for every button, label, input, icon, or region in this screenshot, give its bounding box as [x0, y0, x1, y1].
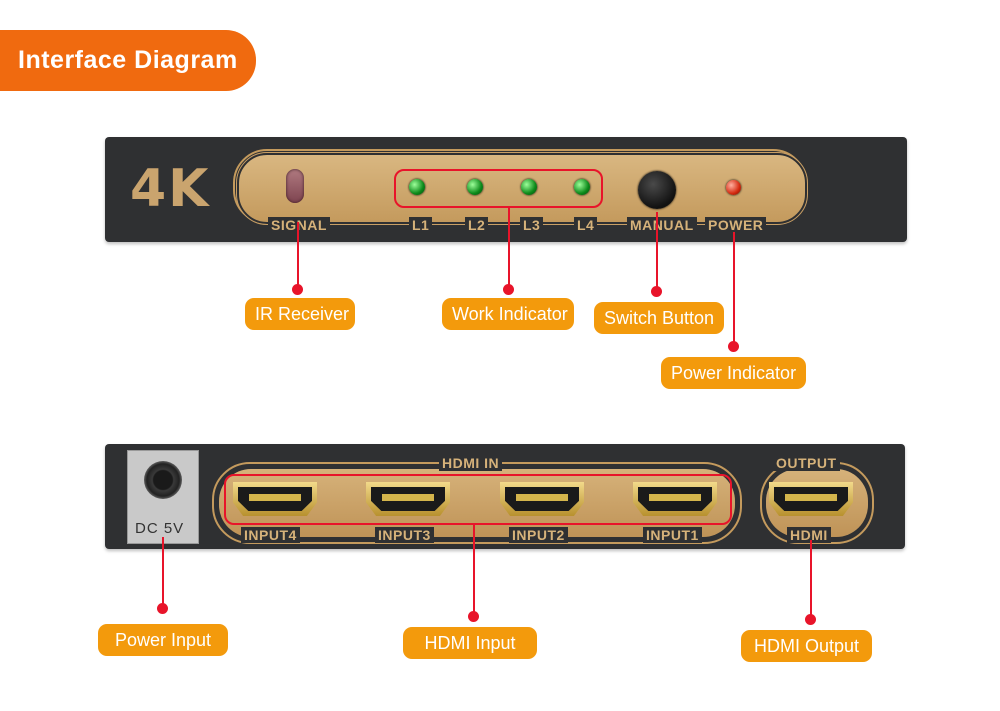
hdmi-port-input2[interactable] [500, 482, 584, 516]
hdmi-port-input1[interactable] [633, 482, 717, 516]
led-l4-icon [574, 179, 590, 195]
hdmi-input-leader-dot [468, 611, 479, 622]
callout-power-input: Power Input [98, 624, 228, 656]
hdmi-output-label: HDMI [787, 527, 831, 543]
ir-leader-dot [292, 284, 303, 295]
work-indicator-leader-dot [503, 284, 514, 295]
input2-label: INPUT2 [509, 527, 568, 543]
callout-ir-receiver: IR Receiver [245, 298, 355, 330]
dc-power-jack-box: DC 5V [127, 450, 199, 544]
input1-label: INPUT1 [643, 527, 702, 543]
hdmi-port-input4[interactable] [233, 482, 317, 516]
hdmi-input-leader-line [473, 524, 475, 616]
l1-label: L1 [409, 217, 433, 233]
work-indicator-highlight [394, 169, 603, 208]
l3-label: L3 [520, 217, 544, 233]
callout-hdmi-output: HDMI Output [741, 630, 872, 662]
manual-label: MANUAL [627, 217, 697, 233]
l2-label: L2 [465, 217, 489, 233]
power-indicator-leader-line [733, 232, 735, 347]
callout-switch-button: Switch Button [594, 302, 724, 334]
brand-logo: 4K [130, 159, 211, 219]
input4-label: INPUT4 [241, 527, 300, 543]
led-l2-icon [467, 179, 483, 195]
hdmi-in-label: HDMI IN [439, 455, 503, 471]
input3-label: INPUT3 [375, 527, 434, 543]
work-indicator-leader-line [508, 208, 510, 290]
output-label: OUTPUT [773, 455, 840, 471]
ir-leader-line [297, 222, 299, 290]
callout-power-indicator: Power Indicator [661, 357, 806, 389]
callout-hdmi-input: HDMI Input [403, 627, 537, 659]
callout-work-indicator: Work Indicator [442, 298, 574, 330]
power-input-leader-dot [157, 603, 168, 614]
page-title: Interface Diagram [0, 30, 256, 91]
switch-leader-dot [651, 286, 662, 297]
hdmi-output-leader-line [810, 540, 812, 620]
led-l1-icon [409, 179, 425, 195]
hdmi-output-leader-dot [805, 614, 816, 625]
power-input-leader-line [162, 537, 164, 609]
power-indicator-leader-dot [728, 341, 739, 352]
hdmi-input-highlight [224, 474, 732, 525]
hdmi-port-input3[interactable] [366, 482, 450, 516]
manual-switch-button[interactable] [638, 171, 676, 209]
dc-jack-icon [144, 461, 182, 499]
hdmi-port-output[interactable] [769, 482, 853, 516]
led-l3-icon [521, 179, 537, 195]
power-label: POWER [705, 217, 767, 233]
dc-label: DC 5V [135, 520, 185, 537]
power-led-icon [726, 180, 741, 195]
l4-label: L4 [574, 217, 598, 233]
switch-leader-line [656, 212, 658, 292]
back-panel: DC 5V HDMI IN INPUT4 INPUT3 INPUT2 INPUT… [105, 444, 905, 549]
ir-receiver-window [286, 169, 304, 203]
front-panel: 4K SIGNAL L1 L2 L3 L4 MANUAL POWER [105, 137, 907, 242]
